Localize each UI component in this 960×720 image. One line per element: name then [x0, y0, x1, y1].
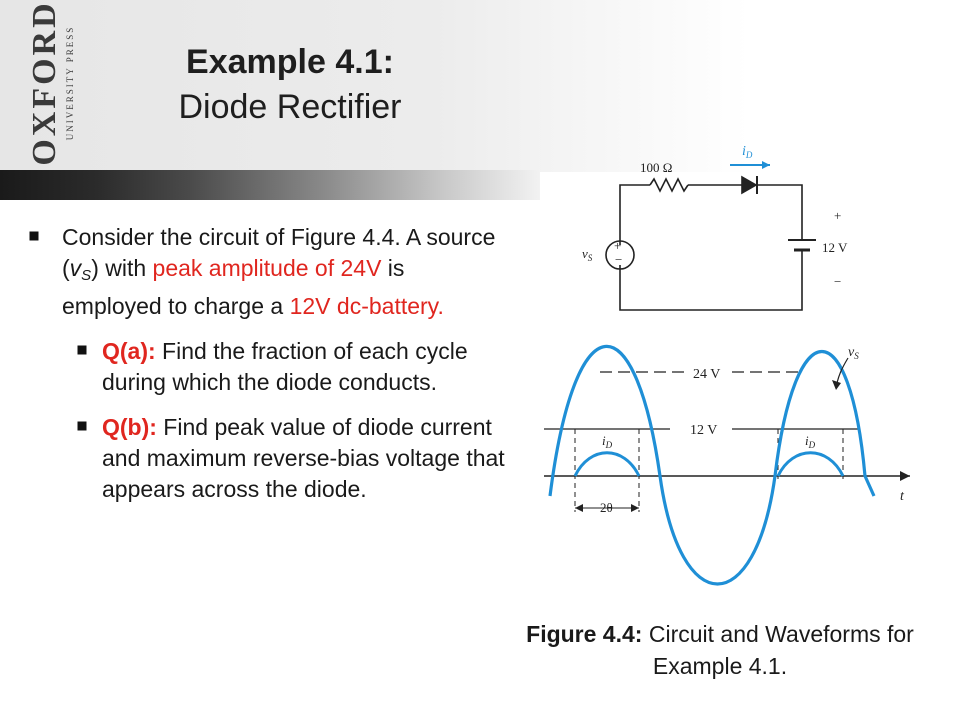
diode-triangle-icon	[741, 175, 758, 195]
bullet-square-icon	[77, 345, 87, 355]
bullet-main-text-3: is employed to charge a	[62, 255, 405, 319]
source-plus: +	[614, 238, 621, 253]
caption-label: Figure 4.4:	[526, 621, 643, 647]
qb-text: Find peak value of diode current and max…	[102, 414, 505, 502]
bullet-highlight-amplitude: peak amplitude of 24V	[152, 255, 382, 281]
voltage-source-icon	[605, 240, 635, 270]
figure-4-4: 100 Ω iD + − vS + 12 V − 24 V 12 V vS iD…	[544, 144, 910, 586]
diode-current-pulse-2	[776, 451, 845, 477]
conduction-boundaries	[574, 429, 844, 512]
battery-value-label: 12 V	[822, 240, 848, 255]
battery-plus-label: +	[834, 208, 841, 223]
id-label-2: iD	[805, 433, 816, 450]
vs-pointer-arrow-icon	[832, 380, 841, 390]
time-axis-arrow-icon	[900, 471, 910, 481]
qb-label: Q(b):	[102, 414, 157, 440]
header-background	[0, 0, 960, 172]
bullet-main-text-1: Consider the circuit of Figure 4.4. A so…	[62, 224, 496, 281]
source-label: vS	[582, 246, 593, 263]
battery-voltage-label: 12 V	[690, 423, 717, 438]
wire-bottom	[619, 250, 803, 311]
time-axis-label: t	[900, 489, 905, 504]
qa-text: Find the fraction of each cycle during w…	[102, 338, 468, 395]
bullet-var-sub: S	[81, 267, 92, 284]
bullet-qb: Q(b): Find peak value of diode current a…	[28, 412, 508, 505]
battery-minus-label: −	[834, 274, 841, 289]
current-arrow-icon	[762, 161, 770, 169]
bullet-qa: Q(a): Find the fraction of each cycle du…	[28, 336, 508, 398]
title-example-number: Example 4.1:	[186, 43, 394, 81]
resistor-icon	[649, 177, 689, 193]
current-label: iD	[742, 144, 753, 160]
title-topic: Diode Rectifier	[178, 88, 402, 126]
oxford-logo: OXFORD UNIVERSITY PRESS	[10, 0, 80, 165]
wire-left-top	[619, 184, 650, 245]
logo-subtitle: UNIVERSITY PRESS	[65, 25, 75, 141]
bullet-highlight-battery: 12V dc-battery.	[289, 293, 444, 319]
figure-caption: Figure 4.4: Circuit and Waveforms for Ex…	[520, 618, 920, 682]
source-minus: −	[615, 252, 622, 267]
caption-text: Circuit and Waveforms for Example 4.1.	[642, 621, 914, 679]
vs-label: vS	[848, 345, 859, 361]
bullet-main-text-2: ) with	[91, 255, 153, 281]
header-gradient-bar	[0, 170, 540, 200]
bullet-square-icon	[29, 231, 39, 241]
logo-wordmark: OXFORD	[26, 0, 63, 166]
circuit-diagram	[605, 175, 816, 311]
diode-current-pulse-1	[573, 451, 641, 477]
bullet-list: Consider the circuit of Figure 4.4. A so…	[28, 222, 508, 505]
source-voltage-wave	[548, 344, 876, 586]
bullet-main: Consider the circuit of Figure 4.4. A so…	[28, 222, 508, 322]
id-label-1: iD	[602, 433, 613, 450]
waveform-plot	[544, 344, 910, 586]
slide-title: Example 4.1: Diode Rectifier	[100, 40, 480, 130]
bullet-var: v	[69, 255, 82, 281]
angle-label: 2θ	[600, 500, 613, 515]
wire-right-top	[757, 184, 803, 240]
resistor-label: 100 Ω	[640, 160, 672, 175]
peak-voltage-label: 24 V	[693, 367, 720, 382]
qa-label: Q(a):	[102, 338, 156, 364]
bullet-square-icon	[77, 421, 87, 431]
